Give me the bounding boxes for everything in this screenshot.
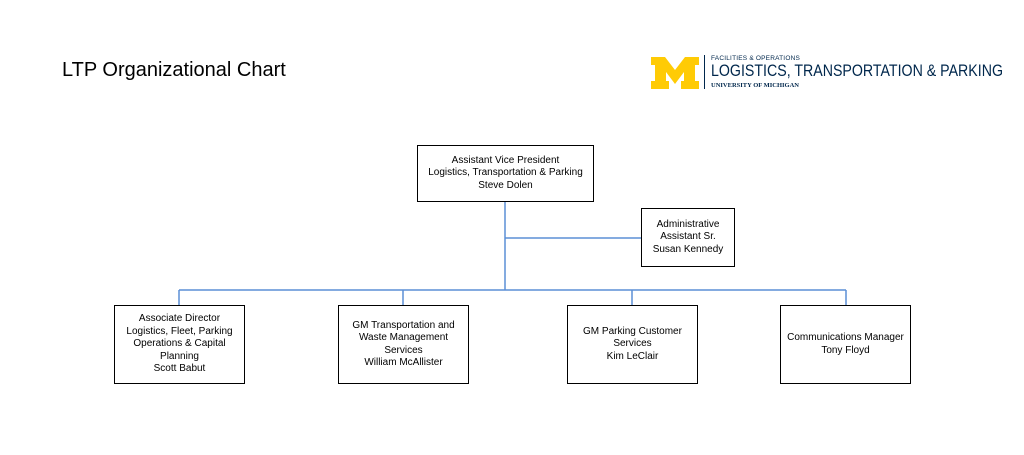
role-line: Operations & Capital [133,338,226,350]
person-name: Tony Floyd [821,344,870,356]
role-line: Associate Director [138,313,221,325]
org-box-gm-transportation: GM Transportation and Waste Management S… [338,305,469,384]
org-box-assistant-vice-president: Assistant Vice President Logistics, Tran… [417,145,594,202]
role-line: Services [613,338,652,350]
role-line: Assistant Sr. [660,231,716,243]
role-line: Administrative [656,218,720,230]
role-line: Services [384,344,423,356]
logo-divider [704,55,705,89]
person-name: Scott Babut [153,363,206,375]
role-line: Assistant Vice President [451,154,560,166]
role-line: Planning [160,350,199,362]
role-line: GM Parking Customer [583,325,682,337]
org-box-communications-manager: Communications Manager Tony Floyd [780,305,911,384]
page-title: LTP Organizational Chart [62,59,286,81]
role-line: Waste Management [358,332,449,343]
org-box-associate-director: Associate Director Logistics, Fleet, Par… [114,305,245,384]
role-line: Logistics, Transportation & Parking [428,167,583,179]
block-m-logo-icon [651,57,699,89]
logo-university: UNIVERSITY OF MICHIGAN [711,82,799,89]
logo-unit-name: LOGISTICS, TRANSPORTATION & PARKING [711,62,1003,80]
role-line: Communications Manager [787,332,904,343]
logo-department: FACILITIES & OPERATIONS [711,55,800,62]
person-name: Susan Kennedy [652,243,724,255]
org-box-administrative-assistant: Administrative Assistant Sr. Susan Kenne… [641,208,735,267]
person-name: William McAllister [364,357,443,368]
role-line: GM Transportation and [352,319,455,331]
person-name: Kim LeClair [606,350,659,362]
role-line: Logistics, Fleet, Parking [126,325,233,337]
person-name: Steve Dolen [478,179,533,191]
org-box-gm-parking: GM Parking Customer Services Kim LeClair [567,305,698,384]
